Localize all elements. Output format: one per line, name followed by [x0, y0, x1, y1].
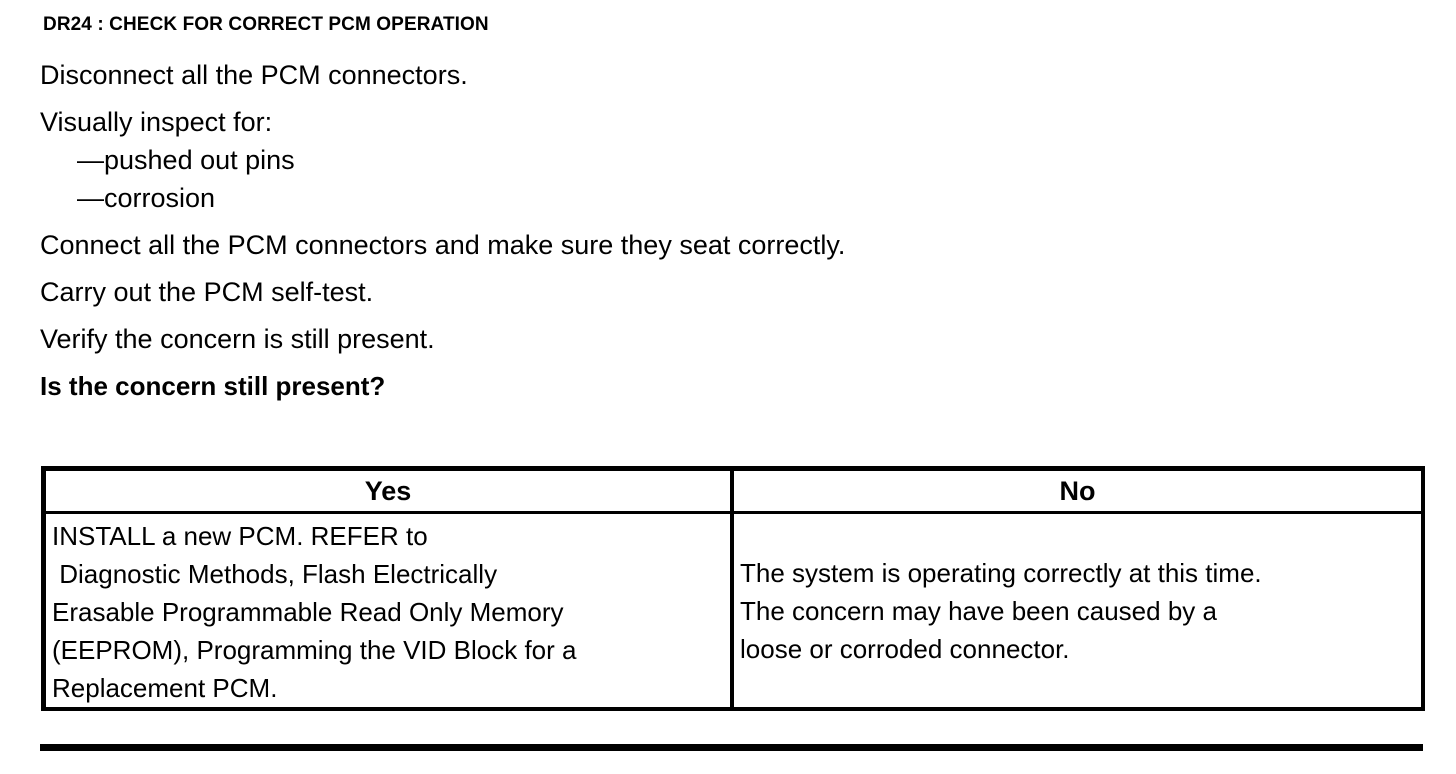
instruction-line: Verify the concern is still present. — [40, 324, 435, 354]
instruction-line: Connect all the PCM connectors and make … — [40, 230, 846, 260]
instruction-line: Carry out the PCM self-test. — [40, 277, 374, 307]
instruction-bullet: —pushed out pins — [77, 145, 295, 175]
table-row: INSTALL a new PCM. REFER to Diagnostic M… — [41, 512, 1425, 711]
instruction-line: Visually inspect for: — [40, 107, 273, 137]
outcome-text-yes: INSTALL a new PCM. REFER to Diagnostic M… — [52, 521, 577, 703]
outcome-cell-no: The system is operating correctly at thi… — [732, 512, 1425, 711]
page-footer-rule — [40, 744, 1423, 751]
outcome-text-no: The system is operating correctly at thi… — [740, 557, 1262, 664]
spacer — [40, 264, 1420, 273]
instruction-list: Disconnect all the PCM connectors. Visua… — [40, 56, 1420, 405]
decision-table: Yes No INSTALL a new PCM. REFER to Diagn… — [41, 466, 1425, 711]
column-header-yes: Yes — [41, 466, 734, 514]
outcome-cell-yes: INSTALL a new PCM. REFER to Diagnostic M… — [41, 512, 734, 711]
table-header-row: Yes No — [41, 466, 1425, 514]
spacer — [40, 217, 1420, 226]
spacer — [40, 94, 1420, 103]
column-header-no: No — [732, 466, 1425, 514]
spacer — [40, 358, 1420, 367]
page-title: DR24 : CHECK FOR CORRECT PCM OPERATION — [43, 14, 489, 35]
spacer — [40, 311, 1420, 320]
instruction-bullet: —corrosion — [77, 183, 216, 213]
instruction-line: Disconnect all the PCM connectors. — [40, 60, 468, 90]
decision-question: Is the concern still present? — [40, 371, 386, 401]
